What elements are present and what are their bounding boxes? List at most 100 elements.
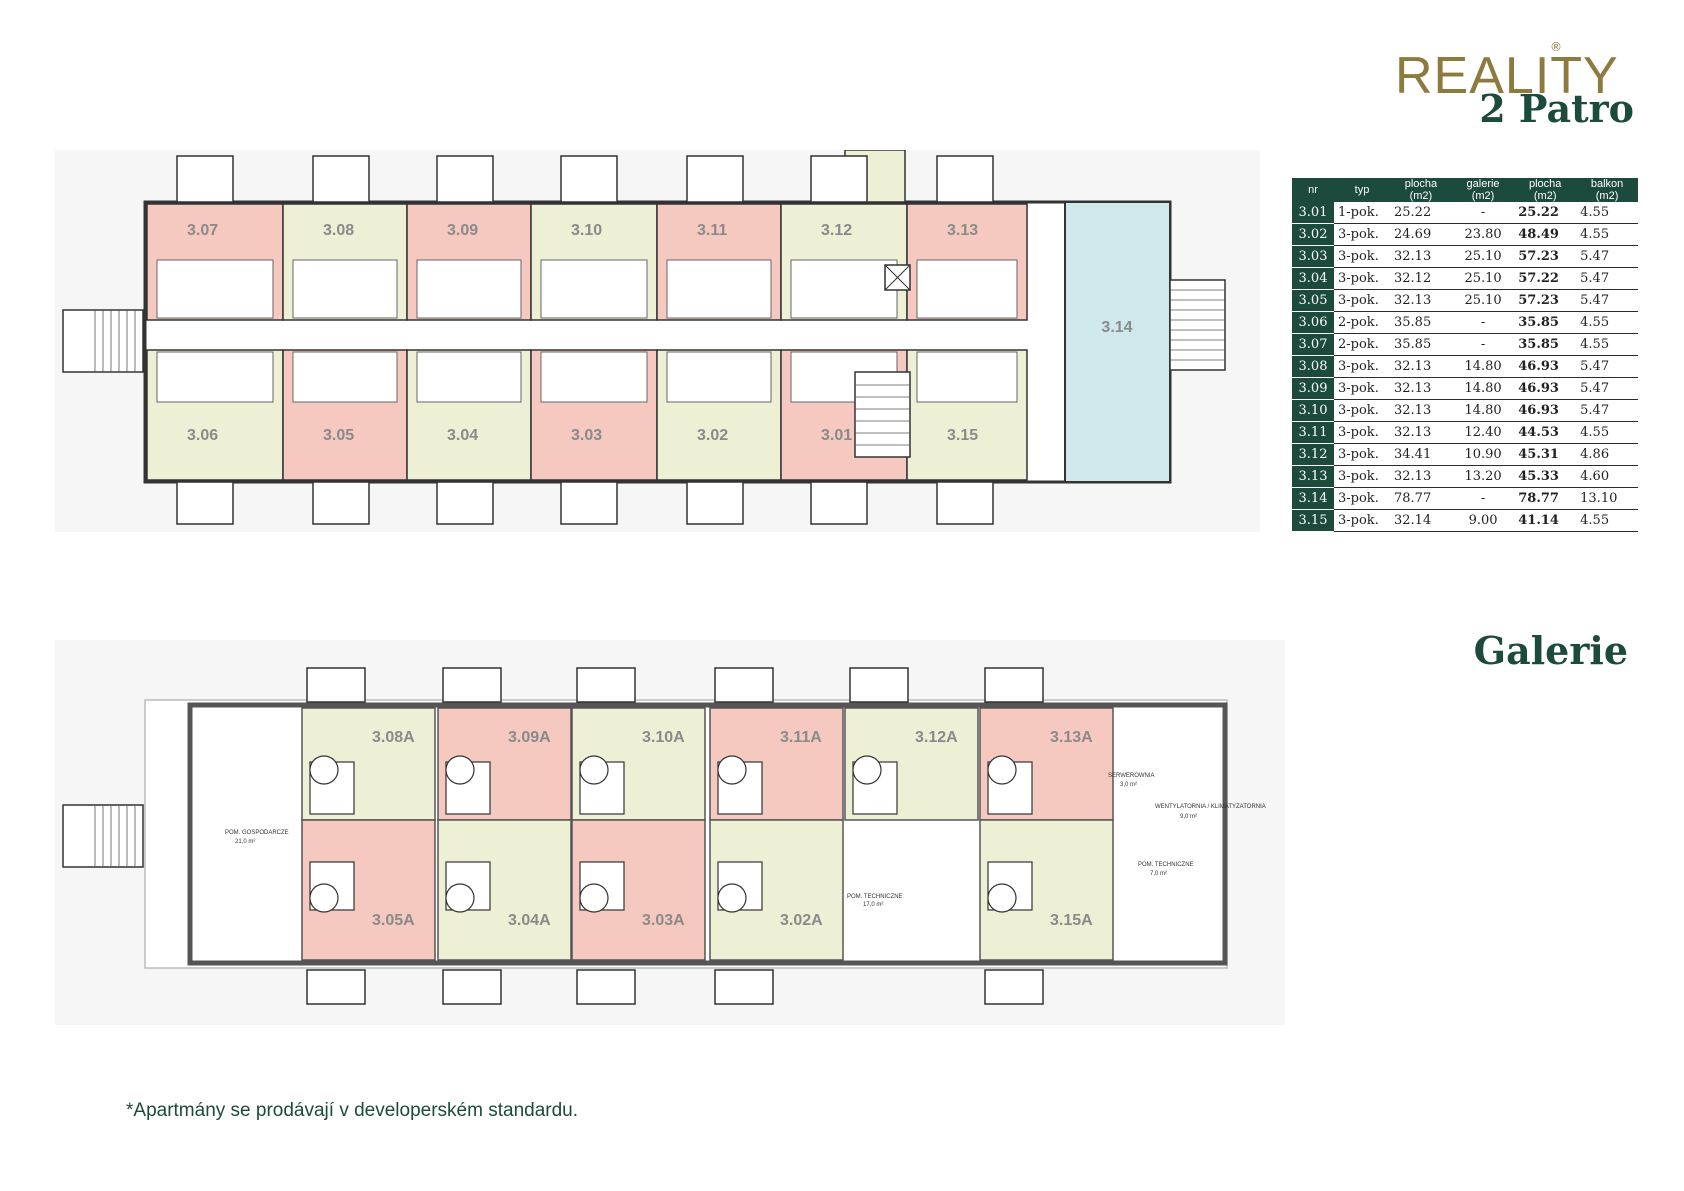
balcony (176, 155, 234, 203)
balcony (849, 667, 909, 703)
table-cell-galerie: 25.10 (1451, 245, 1515, 268)
table-cell-plocha: 32.13 (1390, 245, 1452, 268)
table-cell-plocha: 32.12 (1390, 267, 1452, 290)
gallery-title: Galerie (1473, 628, 1628, 673)
table-cell-galerie: - (1451, 311, 1515, 334)
table-cell-typ: 3-pok. (1334, 443, 1390, 466)
balcony (936, 481, 994, 525)
unit-label-3.08: 3.08 (323, 222, 354, 239)
table-cell-total: 41.14 (1514, 509, 1577, 532)
footnote: *Apartmány se prodávají v developerském … (126, 1100, 579, 1121)
table-cell-balkon: 5.47 (1576, 399, 1638, 422)
table-cell-total: 45.33 (1514, 465, 1577, 488)
unit-label-3.10: 3.10 (571, 222, 602, 239)
table-cell-balkon: 4.55 (1576, 223, 1638, 246)
table-cell-galerie: - (1451, 487, 1515, 510)
table-cell-typ: 3-pok. (1334, 245, 1390, 268)
table-cell-total: 57.23 (1514, 245, 1577, 268)
table-cell-plocha: 32.14 (1390, 509, 1452, 532)
unit-label-3.13: 3.13 (947, 222, 978, 239)
table-cell-typ: 3-pok. (1334, 377, 1390, 400)
balcony (312, 155, 370, 203)
unit-label-3.05: 3.05 (323, 427, 354, 444)
table-cell-nr: 3.06 (1292, 311, 1334, 334)
logo-floor-text: 2 Patro (1479, 86, 1634, 131)
unit-label-3.06: 3.06 (187, 427, 218, 444)
table-cell-balkon: 4.55 (1576, 509, 1638, 532)
table-cell-balkon: 5.47 (1576, 267, 1638, 290)
table-cell-plocha: 34.41 (1390, 443, 1452, 466)
balcony (442, 667, 502, 703)
balcony (576, 969, 636, 1005)
column-header: plocha (m2) (1514, 178, 1577, 202)
table-cell-total: 46.93 (1514, 377, 1577, 400)
table-cell-total: 45.31 (1514, 443, 1577, 466)
logo-registered-mark: ® (1550, 40, 1562, 54)
table-cell-total: 35.85 (1514, 311, 1577, 334)
balcony (810, 481, 868, 525)
room-area: 17,0 m² (863, 902, 883, 908)
balcony (312, 481, 370, 525)
gallery-label-3.03A: 3.03A (642, 912, 685, 929)
table-cell-plocha: 32.13 (1390, 289, 1452, 312)
unit-label-3.12: 3.12 (821, 222, 852, 239)
table-cell-total: 48.49 (1514, 223, 1577, 246)
gallery-label-3.08A: 3.08A (372, 729, 415, 746)
gallery-label-3.12A: 3.12A (915, 729, 958, 746)
table-cell-typ: 3-pok. (1334, 421, 1390, 444)
table-cell-typ: 3-pok. (1334, 289, 1390, 312)
unit-label-3.04: 3.04 (447, 427, 478, 444)
balcony (436, 481, 494, 525)
table-cell-plocha: 24.69 (1390, 223, 1452, 246)
table-cell-nr: 3.12 (1292, 443, 1334, 466)
balcony (176, 481, 234, 525)
table-cell-nr: 3.02 (1292, 223, 1334, 246)
column-header: nr (1292, 178, 1334, 202)
gallery-label-3.02A: 3.02A (780, 912, 823, 929)
balcony (306, 969, 366, 1005)
table-cell-balkon: 4.55 (1576, 311, 1638, 334)
unit-label-3.02: 3.02 (697, 427, 728, 444)
table-cell-nr: 3.07 (1292, 333, 1334, 356)
table-cell-nr: 3.08 (1292, 355, 1334, 378)
balcony (714, 667, 774, 703)
room-name: SERWEROWNIA (1108, 773, 1155, 779)
unit-label-3.14: 3.14 (1101, 319, 1132, 336)
table-cell-galerie: - (1451, 333, 1515, 356)
table-cell-nr: 3.11 (1292, 421, 1334, 444)
table-cell-nr: 3.10 (1292, 399, 1334, 422)
table-header-row: nr typ plocha (m2) galerie (m2) plocha (… (1292, 178, 1638, 202)
gallery-label-3.13A: 3.13A (1050, 729, 1093, 746)
table-cell-balkon: 4.60 (1576, 465, 1638, 488)
table-cell-plocha: 78.77 (1390, 487, 1452, 510)
column-header: galerie (m2) (1451, 178, 1515, 202)
table-cell-balkon: 5.47 (1576, 245, 1638, 268)
balcony (936, 155, 994, 203)
gallery-label-3.09A: 3.09A (508, 729, 551, 746)
table-cell-typ: 1-pok. (1334, 202, 1390, 224)
room-area: 7,0 m² (1150, 871, 1167, 877)
table-cell-typ: 3-pok. (1334, 399, 1390, 422)
table-cell-galerie: 13.20 (1451, 465, 1515, 488)
balcony (560, 481, 618, 525)
balcony (810, 155, 868, 203)
table-cell-balkon: 13.10 (1576, 487, 1638, 510)
table-cell-total: 57.23 (1514, 289, 1577, 312)
table-cell-typ: 3-pok. (1334, 509, 1390, 532)
balcony (984, 667, 1044, 703)
column-header: plocha (m2) (1390, 178, 1452, 202)
table-cell-total: 35.85 (1514, 333, 1577, 356)
table-cell-plocha: 32.13 (1390, 465, 1452, 488)
table-cell-galerie: 14.80 (1451, 355, 1515, 378)
table-cell-nr: 3.01 (1292, 202, 1334, 224)
gallery-label-3.05A: 3.05A (372, 912, 415, 929)
unit-label-3.03: 3.03 (571, 427, 602, 444)
room-name: POM. TECHNICZNE (847, 894, 903, 900)
